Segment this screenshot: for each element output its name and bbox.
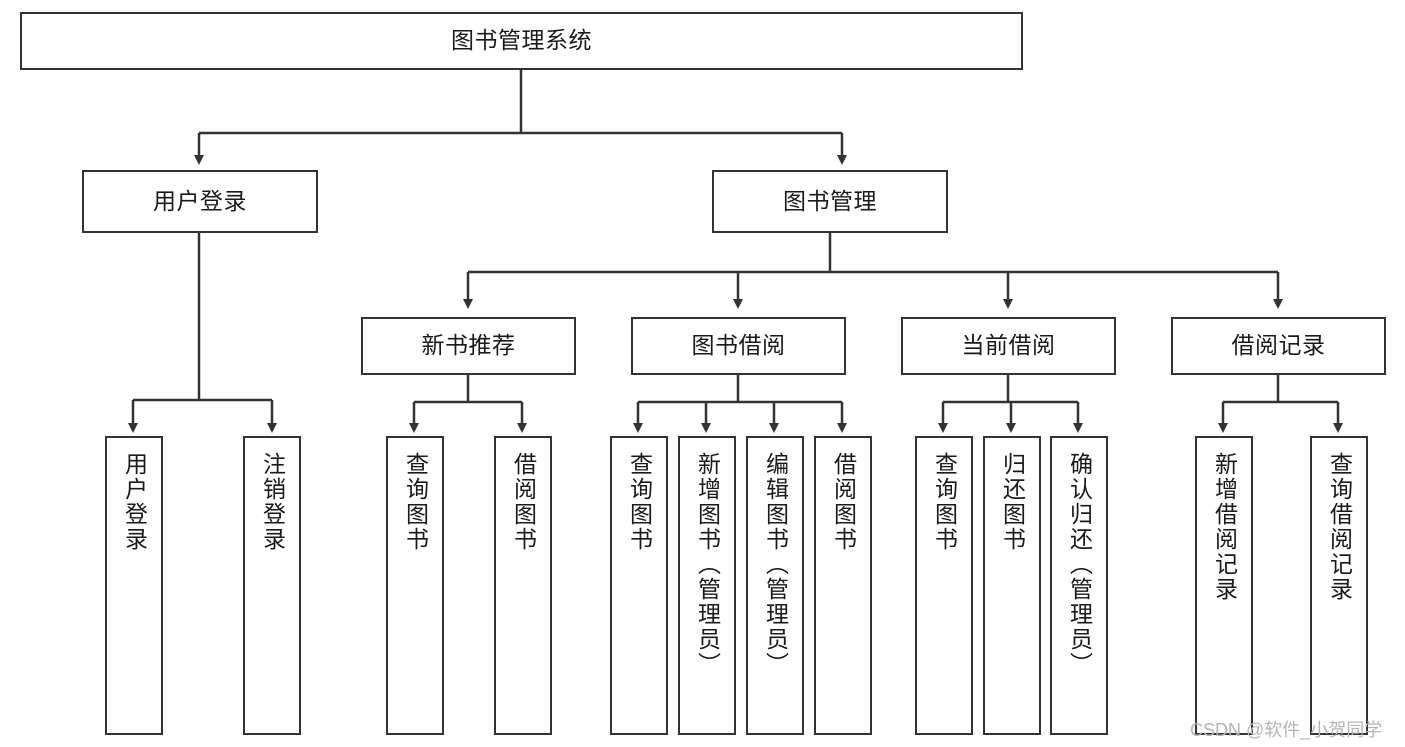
node-user-login[interactable]: 用户登录 xyxy=(82,170,318,233)
node-label: 图书管理系统 xyxy=(451,27,592,54)
node-label: 查询图书 xyxy=(931,452,958,552)
leaf-new-book-query-book[interactable]: 查询图书 xyxy=(386,436,444,735)
leaf-book-borrow-query-book[interactable]: 查询图书 xyxy=(610,436,668,735)
leaf-current-borrow-confirm-return-admin[interactable]: 确认归还（管理员） xyxy=(1050,436,1108,735)
node-root-book-management-system[interactable]: 图书管理系统 xyxy=(20,12,1023,70)
watermark-text: CSDN @软件_小贺同学 xyxy=(1190,720,1383,740)
node-label: 注销登录 xyxy=(259,452,286,552)
leaf-book-borrow-borrow-book[interactable]: 借阅图书 xyxy=(814,436,872,735)
leaf-current-borrow-return-book[interactable]: 归还图书 xyxy=(983,436,1041,735)
leaf-current-borrow-query-book[interactable]: 查询图书 xyxy=(915,436,973,735)
node-label: 归还图书 xyxy=(999,452,1026,552)
node-label: 借阅图书 xyxy=(510,452,537,552)
leaf-user-login-login[interactable]: 用户登录 xyxy=(105,436,163,735)
node-label: 查询图书 xyxy=(626,452,653,552)
node-label: 确认归还（管理员） xyxy=(1066,452,1093,677)
leaf-user-login-logout[interactable]: 注销登录 xyxy=(243,436,301,735)
leaf-borrow-record-query-record[interactable]: 查询借阅记录 xyxy=(1310,436,1368,735)
node-label: 当前借阅 xyxy=(961,332,1056,359)
node-label: 查询借阅记录 xyxy=(1326,452,1353,602)
node-book-borrow[interactable]: 图书借阅 xyxy=(631,317,846,375)
node-label: 借阅记录 xyxy=(1231,332,1326,359)
node-label: 编辑图书（管理员） xyxy=(762,452,789,677)
leaf-book-borrow-add-book-admin[interactable]: 新增图书（管理员） xyxy=(678,436,736,735)
node-label: 新增借阅记录 xyxy=(1211,452,1238,602)
node-borrow-record[interactable]: 借阅记录 xyxy=(1171,317,1386,375)
node-label: 借阅图书 xyxy=(830,452,857,552)
node-current-borrow[interactable]: 当前借阅 xyxy=(901,317,1116,375)
node-label: 图书借阅 xyxy=(691,332,786,359)
node-book-management[interactable]: 图书管理 xyxy=(712,170,948,233)
node-label: 新增图书（管理员） xyxy=(694,452,721,677)
node-label: 查询图书 xyxy=(402,452,429,552)
node-new-book-recommend[interactable]: 新书推荐 xyxy=(361,317,576,375)
leaf-new-book-borrow-book[interactable]: 借阅图书 xyxy=(494,436,552,735)
node-label: 用户登录 xyxy=(121,452,148,552)
node-label: 图书管理 xyxy=(783,187,877,214)
node-label: 用户登录 xyxy=(153,187,247,214)
node-label: 新书推荐 xyxy=(421,332,516,359)
leaf-borrow-record-add-record[interactable]: 新增借阅记录 xyxy=(1195,436,1253,735)
leaf-book-borrow-edit-book-admin[interactable]: 编辑图书（管理员） xyxy=(746,436,804,735)
